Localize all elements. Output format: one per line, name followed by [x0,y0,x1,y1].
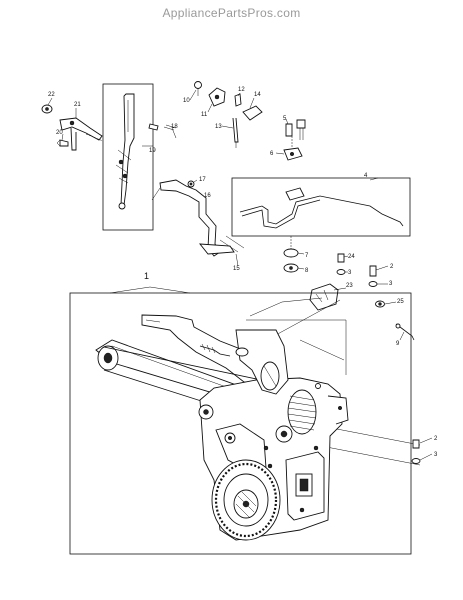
callout-17: 17 [199,177,206,183]
callout-9: 9 [396,341,400,347]
parts-15-17 [151,179,245,257]
callout-2a: 2 [390,264,394,270]
callout-3c: 3 [434,452,438,458]
large-gear [211,459,281,541]
part-14-bracket [242,105,263,121]
callout-18: 18 [171,124,178,130]
part-24-screw [337,253,345,263]
callout-4: 4 [364,173,368,179]
part-3-washer-b [368,281,378,287]
callout-3a: 3 [348,270,352,276]
part-7-bushing [283,248,299,258]
inset-box-4-frame [231,177,411,237]
callout-leaders [47,89,433,461]
part-21-bracket [59,117,103,141]
callout-21: 21 [74,102,81,108]
part-12-clip [234,93,242,107]
callout-20: 20 [56,130,63,136]
part-2-screw-a [369,265,377,277]
part-13-pin [232,117,239,143]
part-19-spring [115,149,132,184]
callout-16: 16 [204,193,211,199]
parts-right-hardware [309,253,415,341]
callout-14: 14 [254,92,261,98]
callout-1: 1 [144,271,149,281]
part-23-bracket [309,283,339,311]
part-15-spring [219,235,245,253]
part-3-washer-c [411,458,421,464]
upper-spring [199,345,231,357]
callout-23: 23 [346,283,353,289]
callout-25: 25 [397,299,404,305]
inset-box-4 [231,177,411,237]
callout-22: 22 [48,92,55,98]
callout-7: 7 [305,253,309,259]
callout-15: 15 [233,266,240,272]
part-5-screw-b [296,119,306,129]
parts-2-3-lower [411,439,421,464]
leader-lines [229,297,421,466]
part-19-lever [120,93,135,206]
part-4-rod [239,195,404,227]
part-10-nut [194,81,202,89]
inset-box-frame [102,83,154,231]
part-20-screw [59,139,69,147]
part-3-washer-a [336,269,346,275]
parts-10-14 [194,81,263,148]
part-2-screw-b [412,439,420,449]
watermark: AppliancePartsPros.com [162,6,301,20]
callout-8: 8 [305,268,309,274]
parts-20-22 [41,104,104,151]
main-chassis [95,314,349,541]
callout-19: 19 [149,148,156,154]
coil-spring-drum [287,389,317,435]
parts-7-8 [283,236,299,273]
main-assembly-box [69,286,412,555]
callout-6: 6 [270,151,274,157]
callout-13: 13 [215,124,222,130]
inset-box-19 [102,83,154,231]
part-18 [148,123,177,139]
callout-labels: 22 21 20 18 19 10 11 12 14 13 17 16 15 5… [48,87,438,458]
right-tab [327,395,349,425]
callout-24: 24 [348,254,355,260]
callout-3b: 3 [389,281,393,287]
callout-11: 11 [201,112,208,118]
main-box-frame [69,292,412,555]
parts-5-6 [283,119,306,161]
callout-2b: 2 [434,436,438,442]
callout-12: 12 [238,87,245,93]
callout-5: 5 [283,116,287,122]
part-16-lever [159,179,221,257]
part-5-screw-a [285,123,293,137]
callout-10: 10 [183,98,190,104]
